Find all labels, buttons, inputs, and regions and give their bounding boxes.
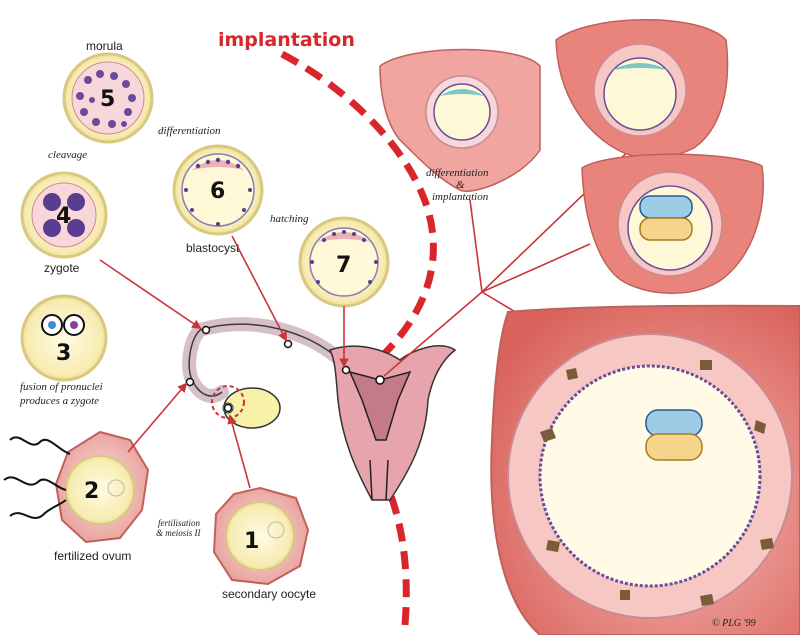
morula-label: morula [86, 39, 123, 53]
stage-6-blastocyst: 6 blastocyst [172, 144, 264, 255]
stage-number-2: 2 [84, 479, 99, 504]
stage-number-4: 4 [56, 204, 71, 229]
fusion-label-line1: fusion of pronuclei [20, 381, 103, 393]
stage-5-morula: morula 5 [62, 39, 154, 144]
blastocyst-label: blastocyst [186, 241, 240, 255]
panel-early-implantation: differentiation & implantation [379, 48, 541, 203]
hatching-label: hatching [270, 213, 309, 225]
stage-number-5: 5 [100, 87, 115, 112]
panel-mid-implantation [555, 19, 729, 159]
fusion-label-line2: produces a zygote [19, 395, 99, 407]
secondary-oocyte-label: secondary oocyte [222, 587, 316, 601]
stage-2-fertilized-ovum: 2 fertilized ovum [3, 430, 150, 563]
cleavage-label: cleavage [48, 149, 87, 161]
diff-impl-label-line3: implantation [432, 191, 489, 203]
stage-7-hatching: 7 [298, 216, 390, 308]
credit-label: © PLG '99 [712, 618, 756, 629]
implantation-title: implantation [218, 29, 355, 51]
fertilisation-label-line2: & meiosis II [156, 528, 201, 538]
panel-implanted-embryo: © PLG '99 [490, 304, 800, 635]
stage-number-1: 1 [244, 529, 259, 554]
stage-1-secondary-oocyte: 1 secondary oocyte [212, 486, 316, 601]
zygote-label: zygote [44, 261, 80, 275]
stage-number-3: 3 [56, 341, 71, 366]
stage-3-fusion: 3 fusion of pronuclei produces a zygote [19, 294, 108, 407]
differentiation-label: differentiation [158, 125, 221, 137]
fertilisation-label-line1: fertilisation [158, 518, 201, 528]
stage-number-6: 6 [210, 179, 225, 204]
diff-impl-label-line1: differentiation [426, 167, 489, 179]
migration-path-nodes [185, 325, 351, 413]
panel-late-implantation [581, 153, 764, 294]
diff-impl-label-line2: & [456, 179, 465, 191]
stage-number-7: 7 [336, 253, 351, 278]
fertilized-ovum-label: fertilized ovum [54, 549, 131, 563]
implantation-dashed-line [280, 50, 437, 626]
stage-4-zygote: 4 zygote [20, 171, 108, 275]
uterus-and-tube [182, 317, 457, 501]
